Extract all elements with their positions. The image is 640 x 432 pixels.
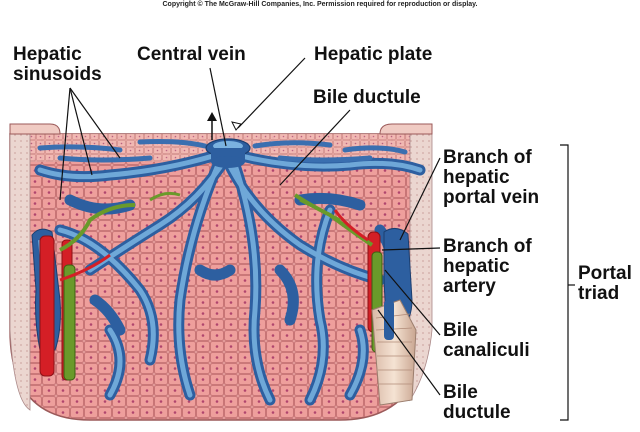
label-hepatic-sinusoids-line1: Hepatic — [13, 44, 82, 65]
copyright-notice: Copyright © The McGraw-Hill Companies, I… — [162, 1, 478, 8]
label-bile-canaliculi-line2: canaliculi — [443, 340, 530, 361]
label-branch-hepatic-artery-line2: hepatic — [443, 256, 510, 277]
central-vein — [205, 112, 251, 168]
label-bile-ductule-top: Bile ductule — [313, 87, 421, 108]
leader-lines — [59, 57, 575, 421]
label-hepatic-sinusoids-line2: sinusoids — [13, 64, 102, 85]
label-hepatic-sinusoids: Hepatic sinusoids — [13, 45, 102, 85]
label-branch-hepatic-artery: Branch of hepatic artery — [443, 237, 532, 297]
label-bile-ductule-bottom-line2: ductule — [443, 402, 511, 423]
label-bile-ductule-bottom-line1: Bile — [443, 382, 478, 403]
label-branch-portal-vein-line1: Branch of — [443, 147, 532, 168]
label-bile-ductule-bottom: Bile ductule — [443, 383, 511, 423]
label-branch-portal-vein: Branch of hepatic portal vein — [443, 148, 539, 208]
label-branch-portal-vein-line3: portal vein — [443, 187, 540, 208]
label-portal-triad-line2: triad — [578, 283, 620, 304]
label-branch-hepatic-artery-line1: Branch of — [443, 236, 532, 257]
label-portal-triad: Portal triad — [578, 264, 632, 304]
label-branch-hepatic-artery-line3: artery — [443, 276, 496, 297]
label-branch-portal-vein-line2: hepatic — [443, 167, 510, 188]
label-bile-canaliculi-line1: Bile — [443, 320, 478, 341]
label-bile-canaliculi: Bile canaliculi — [443, 321, 530, 361]
label-central-vein: Central vein — [137, 44, 246, 65]
portal-triad-right — [293, 193, 417, 406]
label-portal-triad-line1: Portal — [578, 263, 632, 284]
label-hepatic-plate: Hepatic plate — [314, 44, 433, 65]
bile-ductules — [149, 191, 341, 222]
portal-triad-left — [31, 203, 136, 381]
